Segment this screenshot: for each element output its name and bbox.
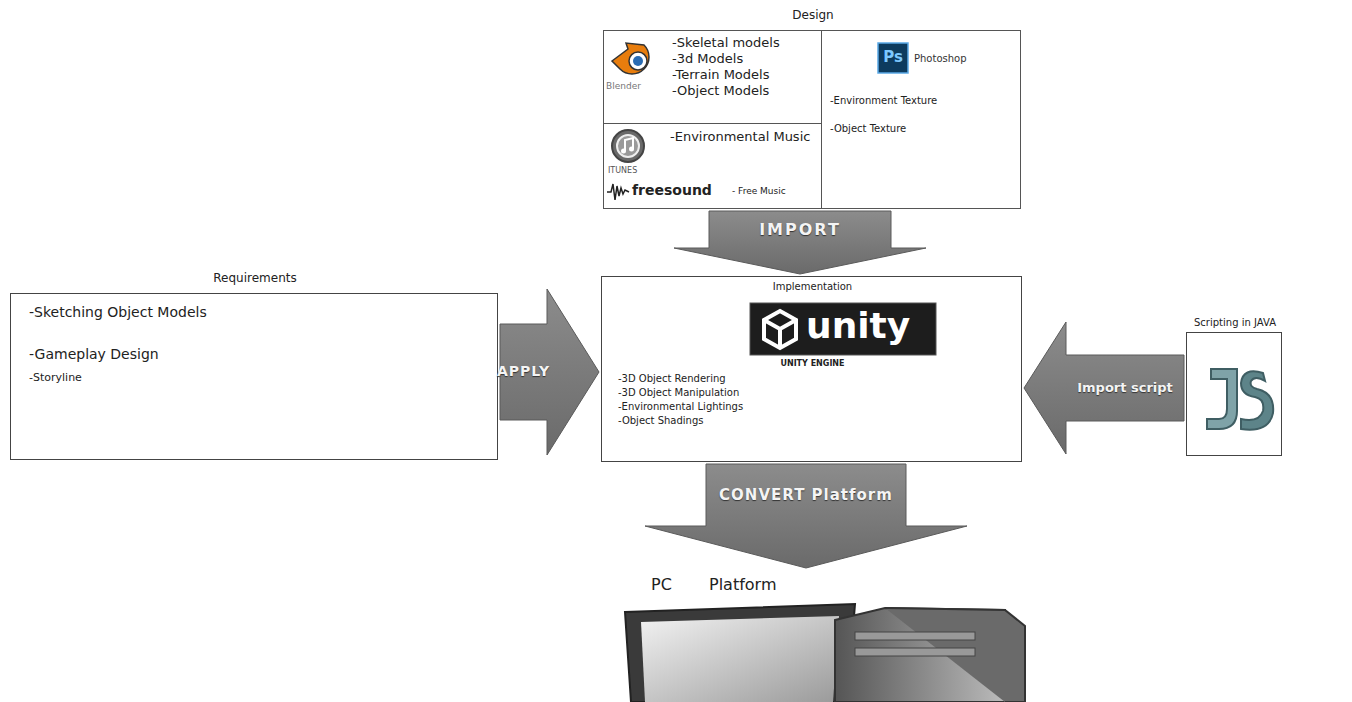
box-text: UNITY ENGINE [602, 359, 1023, 368]
box-text: Platform [709, 576, 776, 594]
arrow-label: APPLY [504, 328, 543, 416]
process-box: Implementation unityUNITY ENGINE -3D Objec… [601, 276, 1022, 462]
process-box: Blender -Skeletal models-3d Models-Terrai… [604, 31, 822, 124]
box-text: -Object Texture [830, 123, 906, 135]
process-box: ITUNES -Environmental Music freesound - Fre… [604, 124, 822, 208]
process-box: PC Platform [585, 570, 1065, 702]
arrow-label: IMPORT [713, 211, 887, 248]
box-text: Photoshop [914, 53, 967, 65]
box-text: freesound [632, 182, 712, 198]
box-text: -3d Models [672, 52, 743, 67]
box-text: -Environmental Music [670, 130, 815, 145]
box-text: -Storyline [29, 372, 82, 385]
arrow-label: Import script [1070, 359, 1180, 417]
process-box: Scripting in JAVA [1186, 332, 1282, 456]
box-title: Blender [606, 81, 641, 91]
box-text: -3D Object Rendering [618, 373, 726, 385]
box-text: -Environment Texture [830, 95, 950, 107]
block-arrow [500, 289, 599, 455]
box-title: Requirements [11, 272, 499, 286]
box-title: PC [651, 576, 672, 594]
box-text: -Object Models [672, 84, 769, 99]
box-title: Design [604, 9, 1022, 23]
box-title: Implementation [602, 281, 1023, 293]
process-box: DesignBlender-Skeletal models-3d Models-… [603, 30, 1021, 209]
block-arrow [1024, 322, 1184, 454]
box-text: -3D Object Manipulation [618, 387, 739, 399]
script-logo [1187, 333, 1283, 457]
box-text: -Terrain Models [672, 68, 769, 83]
box-title: Scripting in JAVA [1175, 317, 1295, 329]
box-text: -Skeletal models [672, 36, 780, 51]
box-text: -Sketching Object Models [29, 304, 214, 320]
box-title: Ps [878, 49, 908, 66]
unity-logo [602, 277, 1023, 463]
box-text: - Free Music [732, 186, 786, 196]
box-text: -Gameplay Design [29, 346, 159, 362]
arrow-label: CONVERT Platform [710, 464, 902, 526]
block-arrow [674, 211, 926, 274]
block-arrow [645, 464, 967, 568]
box-text: -Environmental Lightings [618, 401, 743, 413]
box-text: unity [806, 305, 910, 346]
process-box: Requirements-Sketching Object Models-Gam… [10, 293, 498, 460]
box-text: -Object Shadings [618, 415, 703, 427]
process-box: Ps Photoshop -Environment Texture -Object T… [822, 31, 1020, 208]
box-title: ITUNES [608, 166, 637, 175]
